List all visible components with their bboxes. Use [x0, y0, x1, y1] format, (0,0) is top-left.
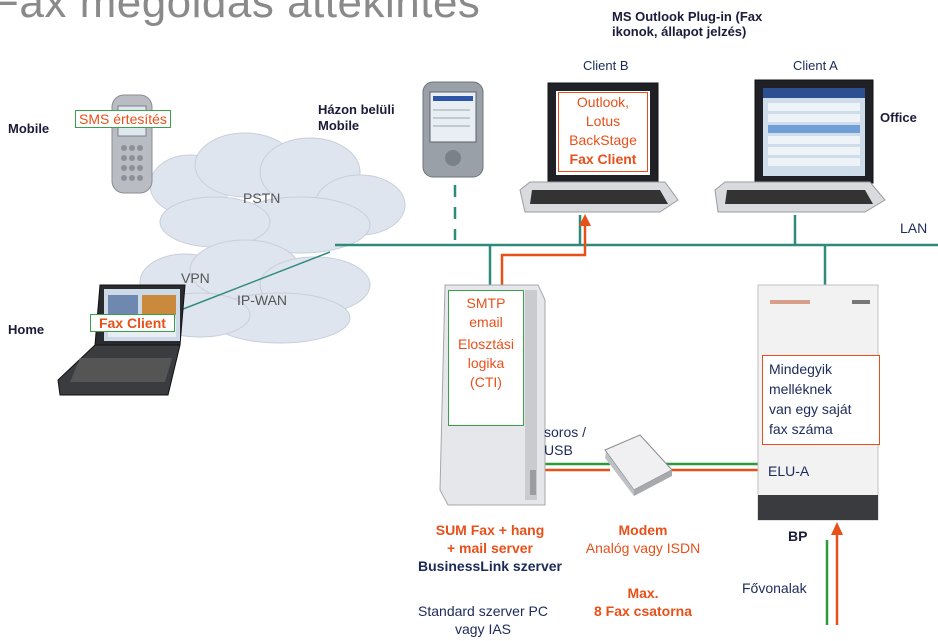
client-b-fax-client: Fax Client	[569, 151, 637, 167]
server-hardware-line-1: Standard szerver PC	[418, 603, 548, 619]
home-fax-client-box: Fax Client	[90, 314, 175, 332]
modem-title: Modem	[618, 522, 668, 538]
pbx-info-box: Mindegyik melléknek van egy saját fax sz…	[762, 355, 880, 445]
client-b-label: Client B	[583, 58, 629, 73]
server-line-elosztasi: Elosztási	[457, 336, 515, 352]
modem-caption: Modem Analóg vagy ISDN	[568, 521, 718, 557]
laptop-device	[57, 284, 186, 396]
ipwan-label: IP-WAN	[237, 292, 288, 308]
client-b-line-1: Outlook,	[576, 94, 630, 110]
client-a-computer	[714, 79, 886, 213]
server-hardware-line-2: vagy IAS	[454, 621, 512, 637]
server-function-box: SMTP email Elosztási logika (CTI)	[448, 290, 524, 426]
max-line-2: 8 Fax csatorna	[593, 603, 693, 619]
trunks-label: Fővonalak	[742, 580, 807, 596]
server-line-logika: logika	[467, 355, 505, 371]
server-line-smtp: SMTP	[466, 295, 506, 311]
pbx-model-label: ELU-A	[768, 463, 810, 479]
server-caption-line-2: + mail server	[446, 540, 533, 556]
pbx-line-4: fax száma	[769, 421, 833, 437]
office-label: Office	[880, 110, 917, 125]
sms-notification-box: SMS értesítés	[75, 110, 171, 128]
plugin-note-line-2: ikonok, állapot jelzés)	[612, 24, 747, 39]
pbx-line-1: Mindegyik	[769, 361, 833, 377]
pstn-label: PSTN	[243, 190, 281, 206]
inhouse-mobile-line-2: Mobile	[318, 118, 360, 133]
pbx-line-2: melléknek	[769, 381, 833, 397]
plugin-note-line-1: MS Outlook Plug-in (Fax	[612, 9, 763, 24]
serial-line-1: soros /	[544, 424, 587, 440]
inhouse-mobile-label: Házon belüli Mobile	[318, 102, 395, 134]
pbx-location-label: BP	[788, 528, 808, 544]
modem-subtitle: Analóg vagy ISDN	[585, 540, 701, 556]
vpn-label: VPN	[181, 270, 210, 286]
client-b-screen-box: Outlook, Lotus BackStage Fax Client	[558, 92, 648, 172]
client-a-label: Client A	[793, 58, 838, 73]
vpn-link	[159, 251, 331, 319]
client-b-line-2: Lotus	[585, 113, 621, 129]
max-line-1: Max.	[627, 585, 659, 601]
server-caption: SUM Fax + hang + mail server BusinessLin…	[398, 521, 582, 575]
plugin-note: MS Outlook Plug-in (Fax ikonok, állapot …	[612, 9, 762, 39]
lan-label: LAN	[900, 220, 928, 236]
mobile-label: Mobile	[8, 121, 50, 136]
server-line-email: email	[469, 314, 503, 330]
server-line-cti: (CTI)	[470, 374, 502, 390]
pda-device	[422, 81, 484, 178]
trunk-arrow	[831, 522, 843, 535]
page-title: Fax megoldás áttekintés	[0, 0, 481, 27]
fax-arrow-client	[579, 214, 591, 226]
pstn-cloud	[149, 132, 406, 254]
server-caption-line-3: BusinessLink szerver	[418, 558, 562, 574]
inhouse-mobile-line-1: Házon belüli	[318, 102, 395, 117]
server-hardware-caption: Standard szerver PC vagy IAS	[398, 602, 568, 638]
serial-usb-label: soros / USB	[544, 423, 586, 459]
modem-device	[604, 434, 673, 496]
client-b-line-3: BackStage	[569, 132, 637, 148]
serial-line-2: USB	[544, 442, 573, 458]
home-label: Home	[8, 322, 45, 337]
server-caption-line-1: SUM Fax + hang	[435, 522, 545, 538]
fax-path-client	[500, 222, 587, 285]
max-channels-caption: Max. 8 Fax csatorna	[578, 584, 708, 620]
pbx-line-3: van egy saját	[769, 401, 852, 417]
